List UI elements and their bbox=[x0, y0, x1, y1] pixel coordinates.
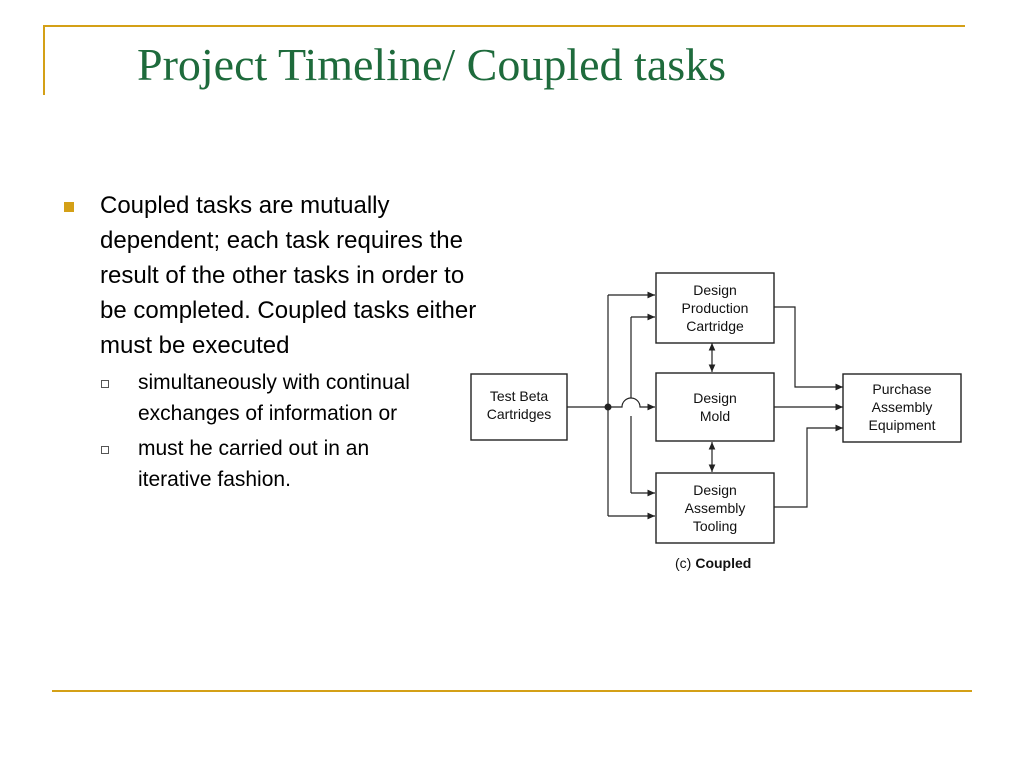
node-label-line: Cartridges bbox=[487, 406, 552, 422]
slide-title: Project Timeline/ Coupled tasks bbox=[137, 39, 727, 90]
node-label-line: Production bbox=[682, 300, 749, 316]
node-label-line: Tooling bbox=[693, 518, 737, 534]
caption-prefix: (c) bbox=[675, 555, 691, 571]
node-label-line: Mold bbox=[700, 408, 730, 424]
sub-bullet-text-2: must he carried out in an iterative fash… bbox=[138, 437, 370, 491]
node-test-beta-cartridges: Test Beta Cartridges bbox=[470, 373, 568, 441]
node-label-line: Test Beta bbox=[490, 388, 549, 404]
node-label-line: Assembly bbox=[872, 399, 933, 415]
node-label-line: Design bbox=[693, 482, 737, 498]
hollow-square-bullet-icon bbox=[101, 380, 109, 388]
node-design-production-cartridge: Design Production Cartridge bbox=[655, 272, 775, 344]
sub-bullet-text-1: simultaneously with continual exchanges … bbox=[138, 371, 410, 425]
edge-production-to-purchase bbox=[774, 306, 843, 391]
edge-tooling-to-purchase bbox=[774, 424, 843, 508]
sub-bullet-item-2: must he carried out in an iterative fash… bbox=[62, 433, 502, 495]
edge-junction-to-mold bbox=[608, 397, 655, 411]
diagram-edges bbox=[567, 291, 843, 520]
frame-left-line bbox=[43, 25, 45, 95]
frame-top-line bbox=[43, 25, 965, 27]
bullet-text-main: Coupled tasks are mutually dependent; ea… bbox=[100, 192, 477, 359]
node-label-line: Assembly bbox=[685, 500, 746, 516]
bullet-item-main: Coupled tasks are mutually dependent; ea… bbox=[62, 188, 502, 363]
node-label-line: Purchase bbox=[872, 381, 931, 397]
node-label-line: Design bbox=[693, 390, 737, 406]
node-label-line: Equipment bbox=[869, 417, 936, 433]
node-design-mold: Design Mold bbox=[655, 372, 775, 442]
node-purchase-assembly-equipment: Purchase Assembly Equipment bbox=[842, 373, 962, 443]
hollow-square-bullet-icon bbox=[101, 446, 109, 454]
frame-bottom-line bbox=[52, 690, 972, 692]
square-bullet-icon bbox=[64, 202, 74, 212]
diagram-caption: (c)Coupled bbox=[675, 555, 751, 571]
sub-bullet-item-1: simultaneously with continual exchanges … bbox=[62, 367, 502, 429]
node-label-line: Cartridge bbox=[686, 318, 744, 334]
caption-label: Coupled bbox=[695, 555, 751, 571]
bullet-list: Coupled tasks are mutually dependent; ea… bbox=[62, 188, 502, 495]
node-design-assembly-tooling: Design Assembly Tooling bbox=[655, 472, 775, 544]
node-label-line: Design bbox=[693, 282, 737, 298]
